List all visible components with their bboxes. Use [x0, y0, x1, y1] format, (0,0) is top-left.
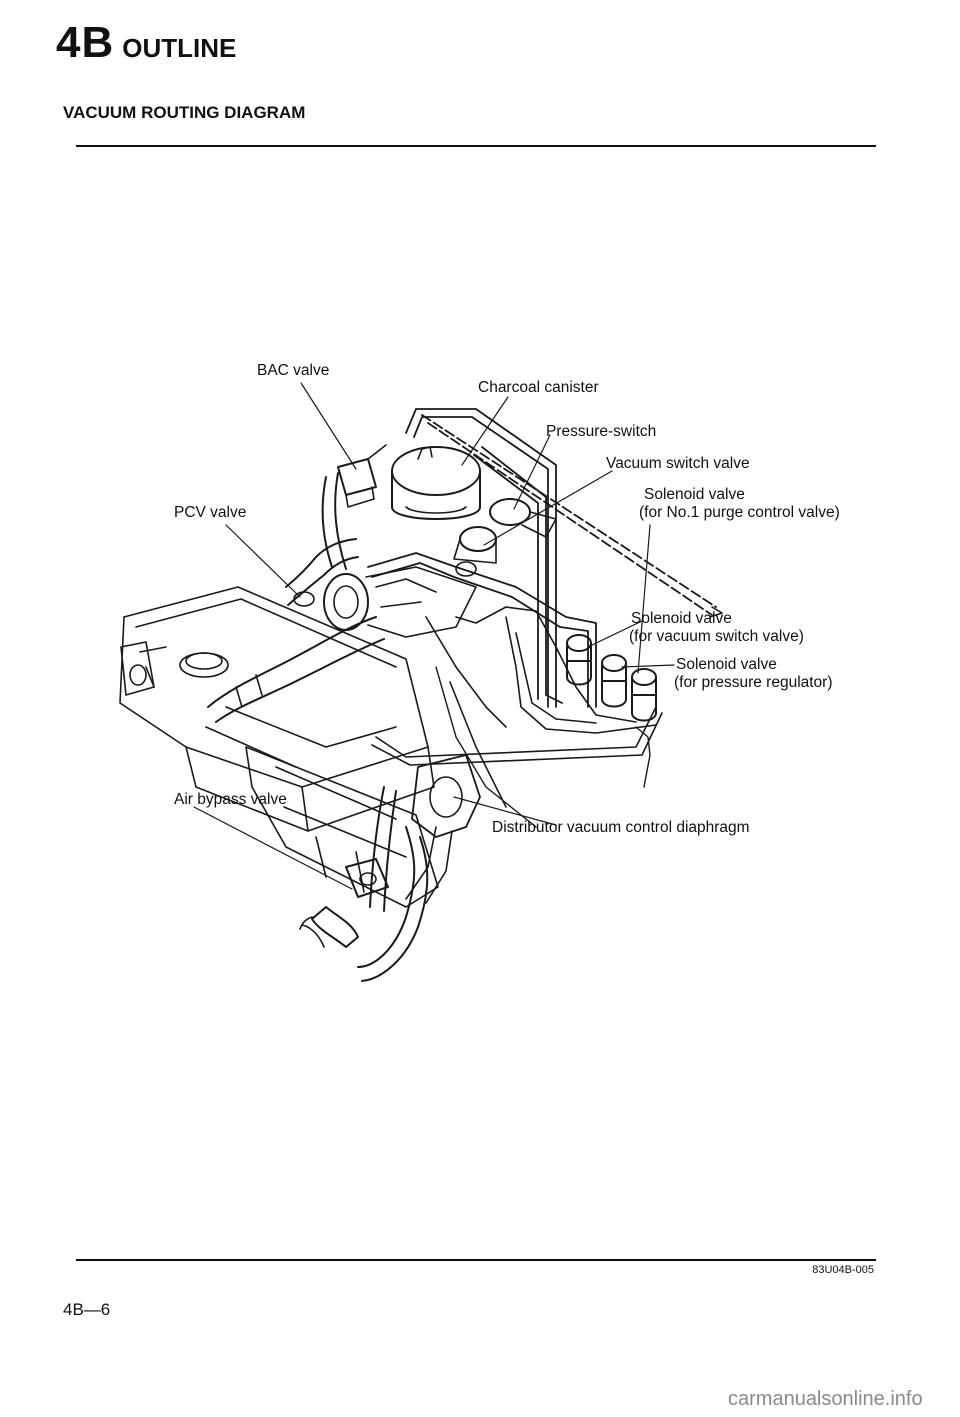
- label-bac-valve: BAC valve: [257, 362, 330, 379]
- rocker-cover: [119, 586, 429, 788]
- label-pcv-valve: PCV valve: [174, 504, 247, 521]
- label-vacuum-switch-valve: Vacuum switch valve: [606, 455, 750, 472]
- diagram-frame: BAC valve Charcoal canister Pressure-swi…: [76, 145, 876, 1261]
- label-solenoid-purge-1: Solenoid valve: [644, 486, 745, 503]
- label-solenoid-pressure-2: (for pressure regulator): [674, 674, 833, 691]
- intake-hose: [207, 616, 377, 708]
- label-solenoid-vacuum-1: Solenoid valve: [631, 610, 732, 627]
- leader-charcoal-canister: [461, 396, 509, 466]
- charcoal-canister: [391, 446, 481, 496]
- label-solenoid-pressure-1: Solenoid valve: [676, 656, 777, 673]
- label-pressure-switch: Pressure-switch: [546, 423, 657, 440]
- leader-pressure-switch: [513, 434, 551, 510]
- leader-solenoid-pressure: [621, 664, 675, 668]
- vacuum-hose-main: [405, 408, 557, 708]
- leader-pcv-valve: [225, 524, 301, 598]
- leader-vacuum-switch-valve: [483, 470, 613, 546]
- label-distributor-diaphragm: Distributor vacuum control diaphragm: [492, 819, 750, 836]
- engine-illustration: [119, 382, 723, 982]
- section-number: 4B: [56, 18, 115, 67]
- leader-solenoid-vacuum: [587, 620, 643, 648]
- label-charcoal-canister: Charcoal canister: [478, 379, 599, 396]
- figure-code: 83U04B-005: [812, 1264, 874, 1276]
- leader-distributor: [453, 796, 557, 826]
- section-title: OUTLINE: [122, 33, 237, 63]
- label-air-bypass-valve: Air bypass valve: [174, 791, 287, 808]
- leader-solenoid-purge: [637, 524, 651, 674]
- solenoid-purge-control: [631, 668, 657, 722]
- bac-valve: [337, 458, 377, 496]
- label-solenoid-purge-2: (for No.1 purge control valve): [639, 504, 840, 521]
- page-number: 4B—6: [63, 1300, 111, 1319]
- label-solenoid-vacuum-2: (for vacuum switch valve): [629, 628, 804, 645]
- distributor: [411, 754, 481, 838]
- solenoid-pressure-regulator: [601, 654, 627, 708]
- diagram-title: VACUUM ROUTING DIAGRAM: [63, 103, 306, 122]
- leader-bac-valve: [300, 382, 357, 470]
- throttle-body: [323, 573, 369, 631]
- watermark: carmanualsonline.info: [728, 1388, 923, 1410]
- vacuum-switch-valve-body: [459, 526, 497, 552]
- solenoid-vacuum-switch-valve: [566, 634, 592, 686]
- air-bypass-valve: [345, 858, 389, 898]
- leader-air-bypass: [193, 806, 353, 890]
- pressure-switch-body: [489, 498, 531, 526]
